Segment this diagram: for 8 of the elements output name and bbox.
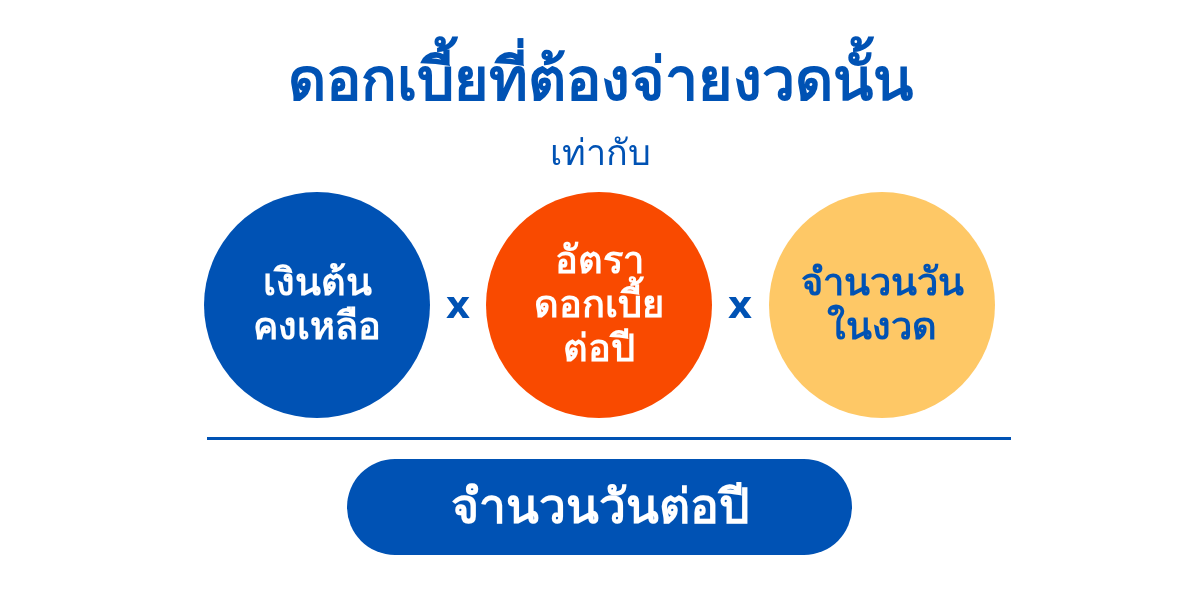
term-circle: เงินต้นคงเหลือ xyxy=(204,192,430,418)
title: ดอกเบี้ยที่ต้องจ่ายงวดนั้น xyxy=(281,30,919,130)
multiply-sign: x xyxy=(726,282,754,329)
multiply-sign: x xyxy=(444,282,472,329)
term-circle: อัตราดอกเบี้ยต่อปี xyxy=(486,192,712,418)
subtitle-text: เท่ากับ xyxy=(548,131,652,175)
denominator-pill: จำนวนวันต่อปี xyxy=(347,459,852,555)
term-circle: จำนวนวันในงวด xyxy=(769,192,995,418)
